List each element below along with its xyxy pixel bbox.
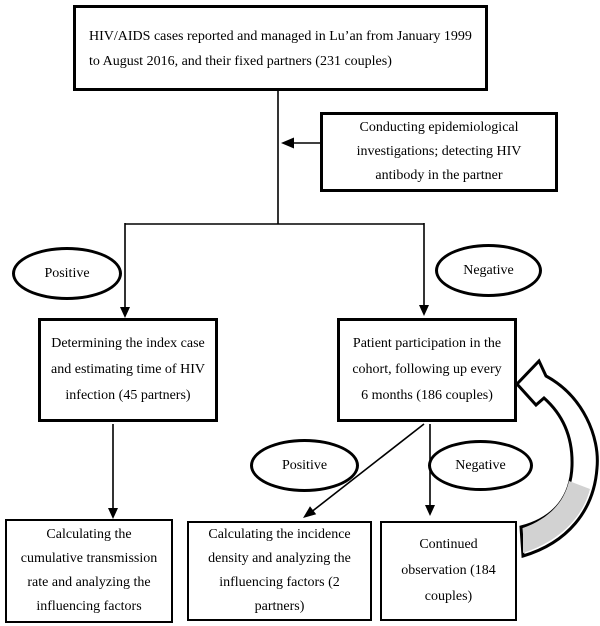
loop-back-arrow-tail-shade (523, 481, 590, 553)
cohort-negative-arrowhead (425, 505, 435, 516)
cohort-box-line-3: 6 months (186 couples) (361, 388, 493, 403)
observation-box-line-3: couples) (424, 589, 473, 604)
cumulative-box-line-4: influencing factors (36, 599, 142, 614)
positive-ellipse-bottom-label: Positive (281, 457, 328, 473)
index-box-line-2: and estimating time of HIV (51, 362, 205, 377)
negative-ellipse-bottom-label: Negative (455, 457, 506, 473)
index-box-line-1: Determining the index case (51, 336, 205, 351)
incidence-box-line-3: influencing factors (2 (219, 575, 340, 590)
negative-ellipse-bottom: Negative (428, 440, 533, 491)
positive-ellipse-top: Positive (12, 247, 122, 300)
cohort-positive-arrowhead (303, 506, 317, 518)
epi-box-line-3: antibody in the partner (375, 168, 503, 183)
cohort-box: Patient participation in the cohort, fol… (337, 318, 517, 422)
epi-box-line-1: Conducting epidemiological (359, 120, 519, 135)
top-box-line-2: to August 2016, and their fixed partners… (89, 54, 392, 69)
cohort-box-line-1: Patient participation in the (352, 336, 502, 351)
observation-box-line-2: observation (184 (401, 563, 496, 578)
cumulative-box-line-2: cumulative transmission (20, 551, 158, 566)
negative-branch-arrowhead (419, 305, 429, 316)
positive-ellipse-bottom: Positive (250, 439, 359, 492)
index-box-line-3: infection (45 partners) (65, 388, 191, 403)
negative-ellipse-top-label: Negative (463, 262, 514, 278)
positive-ellipse-top-label: Positive (44, 265, 90, 281)
index-down-arrowhead (108, 508, 118, 519)
cumulative-box-line-1: Calculating the (46, 527, 132, 542)
positive-branch-arrowhead (120, 307, 130, 318)
incidence-density-box: Calculating the incidence density and an… (187, 521, 372, 621)
continued-observation-box: Continued observation (184 couples) (380, 521, 517, 621)
top-box: HIV/AIDS cases reported and managed in L… (73, 5, 488, 91)
top-box-line-1: HIV/AIDS cases reported and managed in L… (89, 29, 472, 44)
cumulative-transmission-box: Calculating the cumulative transmission … (5, 519, 173, 623)
epi-investigation-box: Conducting epidemiological investigation… (320, 112, 558, 192)
index-case-box: Determining the index case and estimatin… (38, 318, 218, 422)
cohort-box-line-2: cohort, following up every (352, 362, 502, 377)
epi-box-line-2: investigations; detecting HIV (356, 144, 522, 159)
incidence-box-line-4: partners) (254, 599, 305, 614)
negative-ellipse-top: Negative (435, 244, 542, 297)
cumulative-box-line-3: rate and analyzing the (27, 575, 151, 590)
observation-box-line-1: Continued (419, 537, 478, 552)
incidence-box-line-2: density and analyzing the (208, 551, 351, 566)
incidence-box-line-1: Calculating the incidence (208, 527, 351, 542)
epi-arrowhead (281, 137, 294, 149)
